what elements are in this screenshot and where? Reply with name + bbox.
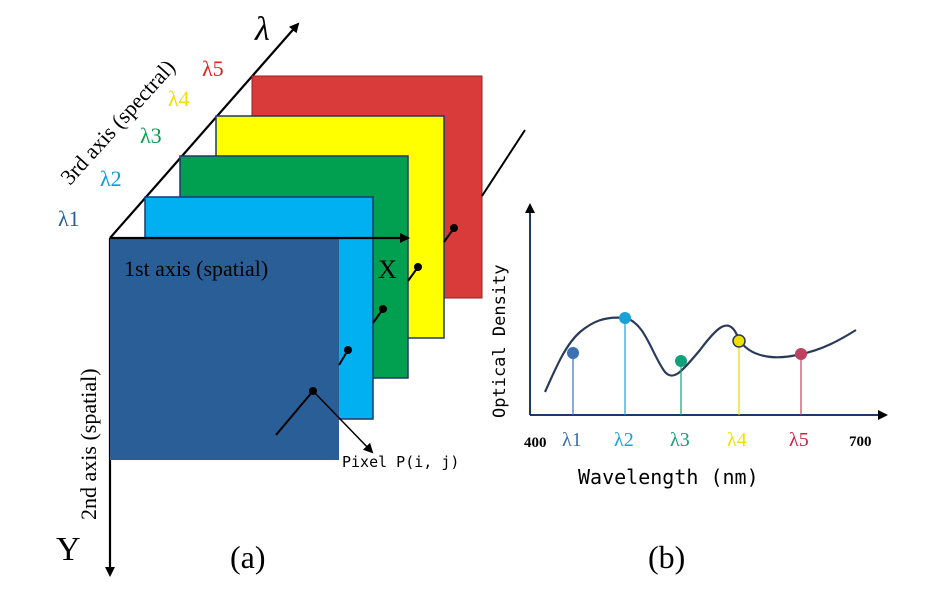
curve-marker-2 — [619, 312, 631, 324]
od-xlabel: Wavelength (nm) — [578, 465, 759, 489]
curve-marker-5 — [795, 348, 807, 360]
pixel-ray-segment — [481, 129, 526, 197]
marker-label-1: λ1 — [562, 429, 582, 451]
pixel-dot — [379, 305, 387, 313]
pixel-leader-line — [275, 390, 314, 436]
pixel-label: Pixel P(i, j) — [342, 453, 459, 471]
curve-marker-3 — [675, 355, 687, 367]
panel-a: λ 3rd axis (spectral) λ1 λ2 λ3 λ4 λ5 1st… — [55, 11, 526, 577]
band-label-5: λ5 — [202, 56, 224, 81]
lambda-axis-label: λ — [254, 11, 270, 48]
x-min-label: 400 — [524, 435, 547, 451]
curve-marker-1 — [567, 347, 579, 359]
band-label-1: λ1 — [58, 206, 80, 231]
band-label-2: λ2 — [100, 166, 122, 191]
pixel-leader-line — [312, 390, 374, 454]
pixel-dot — [414, 263, 422, 271]
curve-marker-4 — [732, 334, 746, 348]
band-label-4: λ4 — [168, 86, 190, 111]
caption-b: (b) — [648, 539, 685, 575]
band-label-3: λ3 — [140, 123, 162, 148]
marker-label-3: λ3 — [670, 429, 690, 451]
panel-b: Optical Density 400 700 λ1 λ2 λ3 λ4 λ5 W… — [490, 203, 888, 575]
marker-label-5: λ5 — [789, 429, 809, 451]
marker-label-4: λ4 — [727, 429, 747, 451]
band-rect-1 — [110, 238, 339, 460]
pixel-dot — [344, 346, 352, 354]
x-max-label: 700 — [849, 434, 872, 450]
spatial-axis-1-label: 1st axis (spatial) — [124, 256, 268, 281]
od-ylabel: Optical Density — [490, 264, 510, 418]
od-spectrum-curve — [543, 316, 857, 393]
spatial-axis-2-label: 2nd axis (spatial) — [76, 368, 101, 520]
x-axis-label: X — [378, 255, 397, 284]
caption-a: (a) — [230, 539, 266, 575]
y-axis-label: Y — [56, 531, 81, 568]
spectral-axis-line — [109, 22, 300, 239]
marker-label-2: λ2 — [614, 429, 634, 451]
pixel-dot — [450, 224, 458, 232]
